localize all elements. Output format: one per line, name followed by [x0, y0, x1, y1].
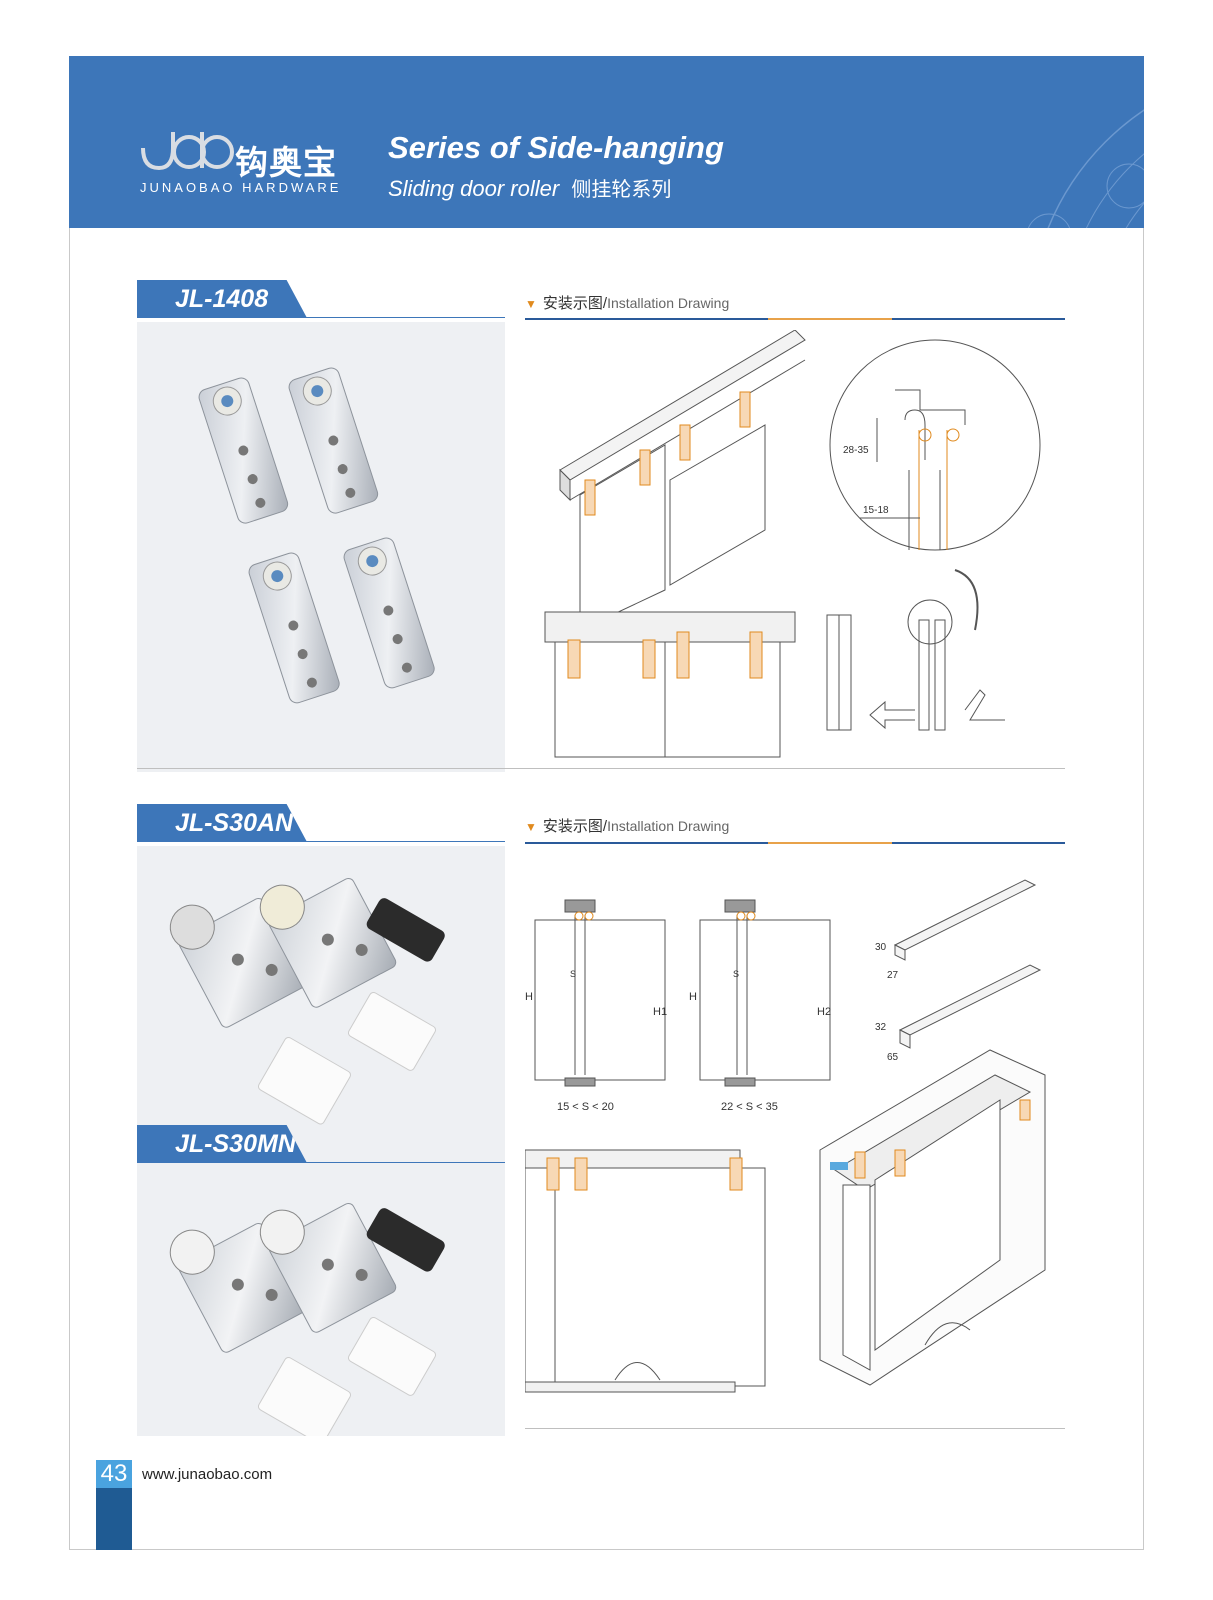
installation-drawing-1: 28-35 15-18	[544, 330, 1041, 758]
label-h2: H2	[817, 1006, 831, 1018]
product-tab-underline	[137, 1162, 505, 1163]
drawing-heading-cn: 安装示图/	[542, 295, 608, 312]
triangle-icon: ▼	[525, 297, 537, 311]
product-tab-underline	[137, 841, 505, 842]
drawing-heading-en: Installation Drawing	[607, 295, 730, 311]
website-link[interactable]: www.junaobao.com	[142, 1466, 273, 1483]
product-tab-jl-s30an: JL-S30AN	[137, 804, 307, 842]
page-subtitle-cn: 侧挂轮系列	[571, 177, 672, 201]
label-h1: H1	[653, 1006, 667, 1018]
drawing-heading-1: ▼ 安装示图/Installation Drawing	[525, 292, 729, 313]
section-divider	[525, 1428, 1065, 1429]
drawing-heading-rule	[525, 318, 1065, 320]
dim-height-label: 28-35	[843, 445, 869, 456]
range-2-label: 22 < S < 35	[721, 1101, 778, 1113]
page-number: 43	[96, 1460, 132, 1488]
label-h-2: H	[689, 991, 697, 1003]
section-divider	[137, 768, 1065, 769]
triangle-icon: ▼	[525, 820, 537, 834]
brand-logo	[141, 132, 234, 171]
product-tab-jl-s30mn: JL-S30MN	[137, 1125, 307, 1163]
clip-highlight	[830, 1162, 848, 1170]
brand-name-cn: 钩奥宝	[235, 143, 337, 182]
label-s-2: S	[733, 969, 739, 979]
label-h-1: H	[525, 991, 533, 1003]
page-title: Series of Side-hanging	[388, 130, 724, 165]
drawing-heading-cn: 安装示图/	[542, 818, 608, 835]
roller-plates-illustration	[198, 367, 435, 704]
drawing-heading-2: ▼ 安装示图/Installation Drawing	[525, 815, 729, 836]
brand-name-en: JUNAOBAO HARDWARE	[140, 180, 342, 195]
product-tab-underline	[137, 317, 505, 318]
range-1-label: 15 < S < 20	[557, 1101, 614, 1113]
product-tab-jl-1408: JL-1408	[137, 280, 307, 318]
track-2-height: 32	[875, 1022, 887, 1033]
dim-width-label: 15-18	[863, 505, 889, 516]
drawing-heading-en: Installation Drawing	[607, 818, 730, 834]
header-banner	[69, 56, 1144, 228]
track-1-width: 27	[887, 970, 899, 981]
header-decoration	[1027, 109, 1144, 228]
track-2-width: 65	[887, 1052, 899, 1063]
product-photo-jl-1408	[137, 322, 505, 772]
label-s-1: S	[570, 969, 576, 979]
track-1-height: 30	[875, 942, 887, 953]
page-subtitle-en: Sliding door roller	[388, 176, 560, 201]
side-roller-illustration	[169, 878, 445, 1445]
page-subtitle: Sliding door roller 侧挂轮系列	[388, 173, 671, 202]
drawing-heading-rule	[525, 842, 1065, 844]
installation-drawing-2: H S H1 H S H2 15 < S < 20 22 < S < 35 30…	[525, 879, 1046, 1393]
